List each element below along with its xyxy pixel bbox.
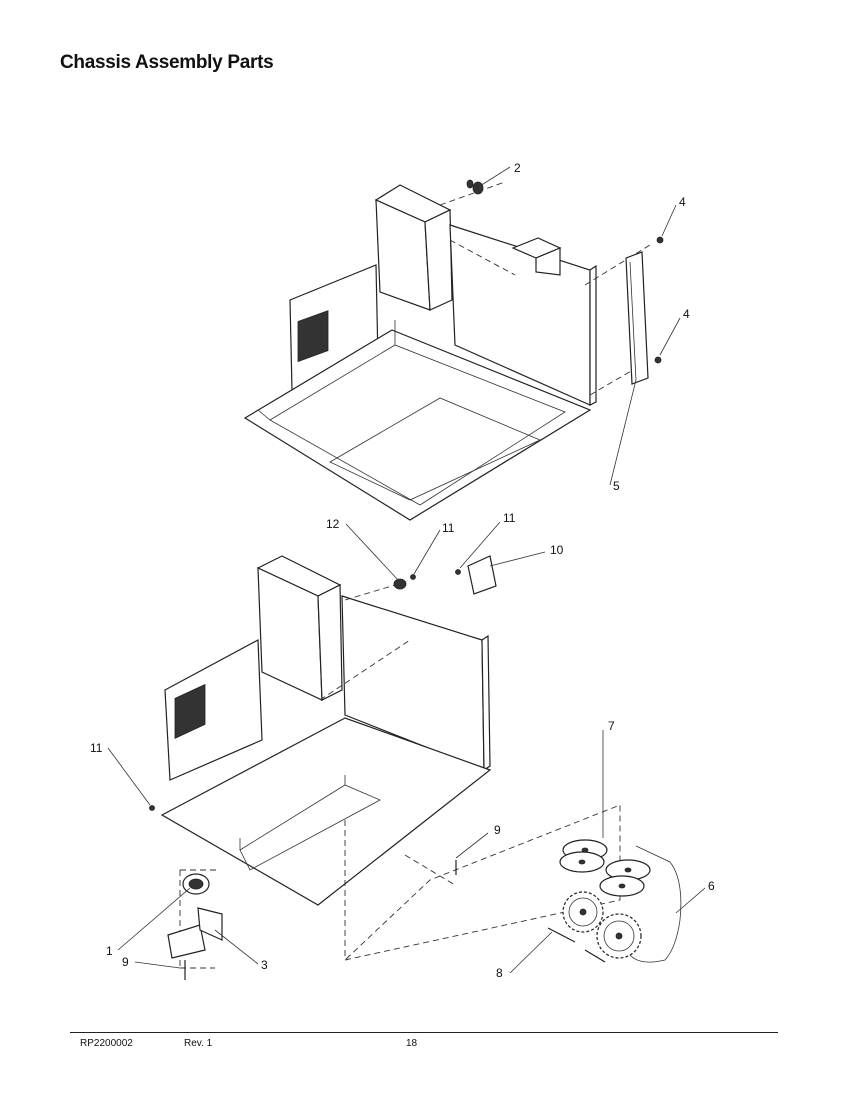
footer-page-number: 18 xyxy=(406,1038,418,1049)
gears-part-6 xyxy=(562,845,682,963)
bracket-part-3 xyxy=(167,907,223,959)
screw-part-2 xyxy=(466,179,484,195)
callout-10: 10 xyxy=(550,543,564,557)
footer-part-number: RP2200002 xyxy=(80,1038,133,1049)
callout-leaders xyxy=(107,166,706,974)
callout-4-lower: 4 xyxy=(683,307,690,321)
callout-11-c: 11 xyxy=(90,741,103,755)
lower-chassis-assembly xyxy=(160,555,621,969)
screw-part-11-c xyxy=(149,805,155,811)
callout-6: 6 xyxy=(708,879,715,893)
bracket-part-5 xyxy=(625,251,649,385)
callout-5: 5 xyxy=(613,479,620,493)
screw-part-4-lower xyxy=(654,356,662,364)
callout-2: 2 xyxy=(514,161,521,175)
discs-part-7 xyxy=(559,839,651,897)
footer-divider xyxy=(70,1032,778,1033)
callout-12: 12 xyxy=(326,517,340,531)
upper-chassis-assembly xyxy=(243,181,651,521)
footer-revision: Rev. 1 xyxy=(184,1038,213,1049)
pin-part-8-a xyxy=(547,927,576,943)
callout-4-upper: 4 xyxy=(679,195,686,209)
callout-8: 8 xyxy=(496,966,503,980)
callout-3: 3 xyxy=(261,958,268,972)
callout-7: 7 xyxy=(608,719,615,733)
fitting-part-12 xyxy=(393,578,407,590)
screw-part-11-a xyxy=(410,574,416,580)
callout-9-left: 9 xyxy=(122,955,129,969)
pin-part-8-b xyxy=(584,949,606,963)
motor-part-1 xyxy=(182,873,210,895)
callout-9-right: 9 xyxy=(494,823,501,837)
callout-11-b: 11 xyxy=(503,511,516,525)
page-title: Chassis Assembly Parts xyxy=(60,52,274,73)
cover-plate-part-10 xyxy=(467,555,497,595)
screw-part-4-upper xyxy=(656,236,664,244)
callout-11-a: 11 xyxy=(442,521,455,535)
callout-1: 1 xyxy=(106,944,113,958)
screw-part-11-b xyxy=(455,569,461,575)
